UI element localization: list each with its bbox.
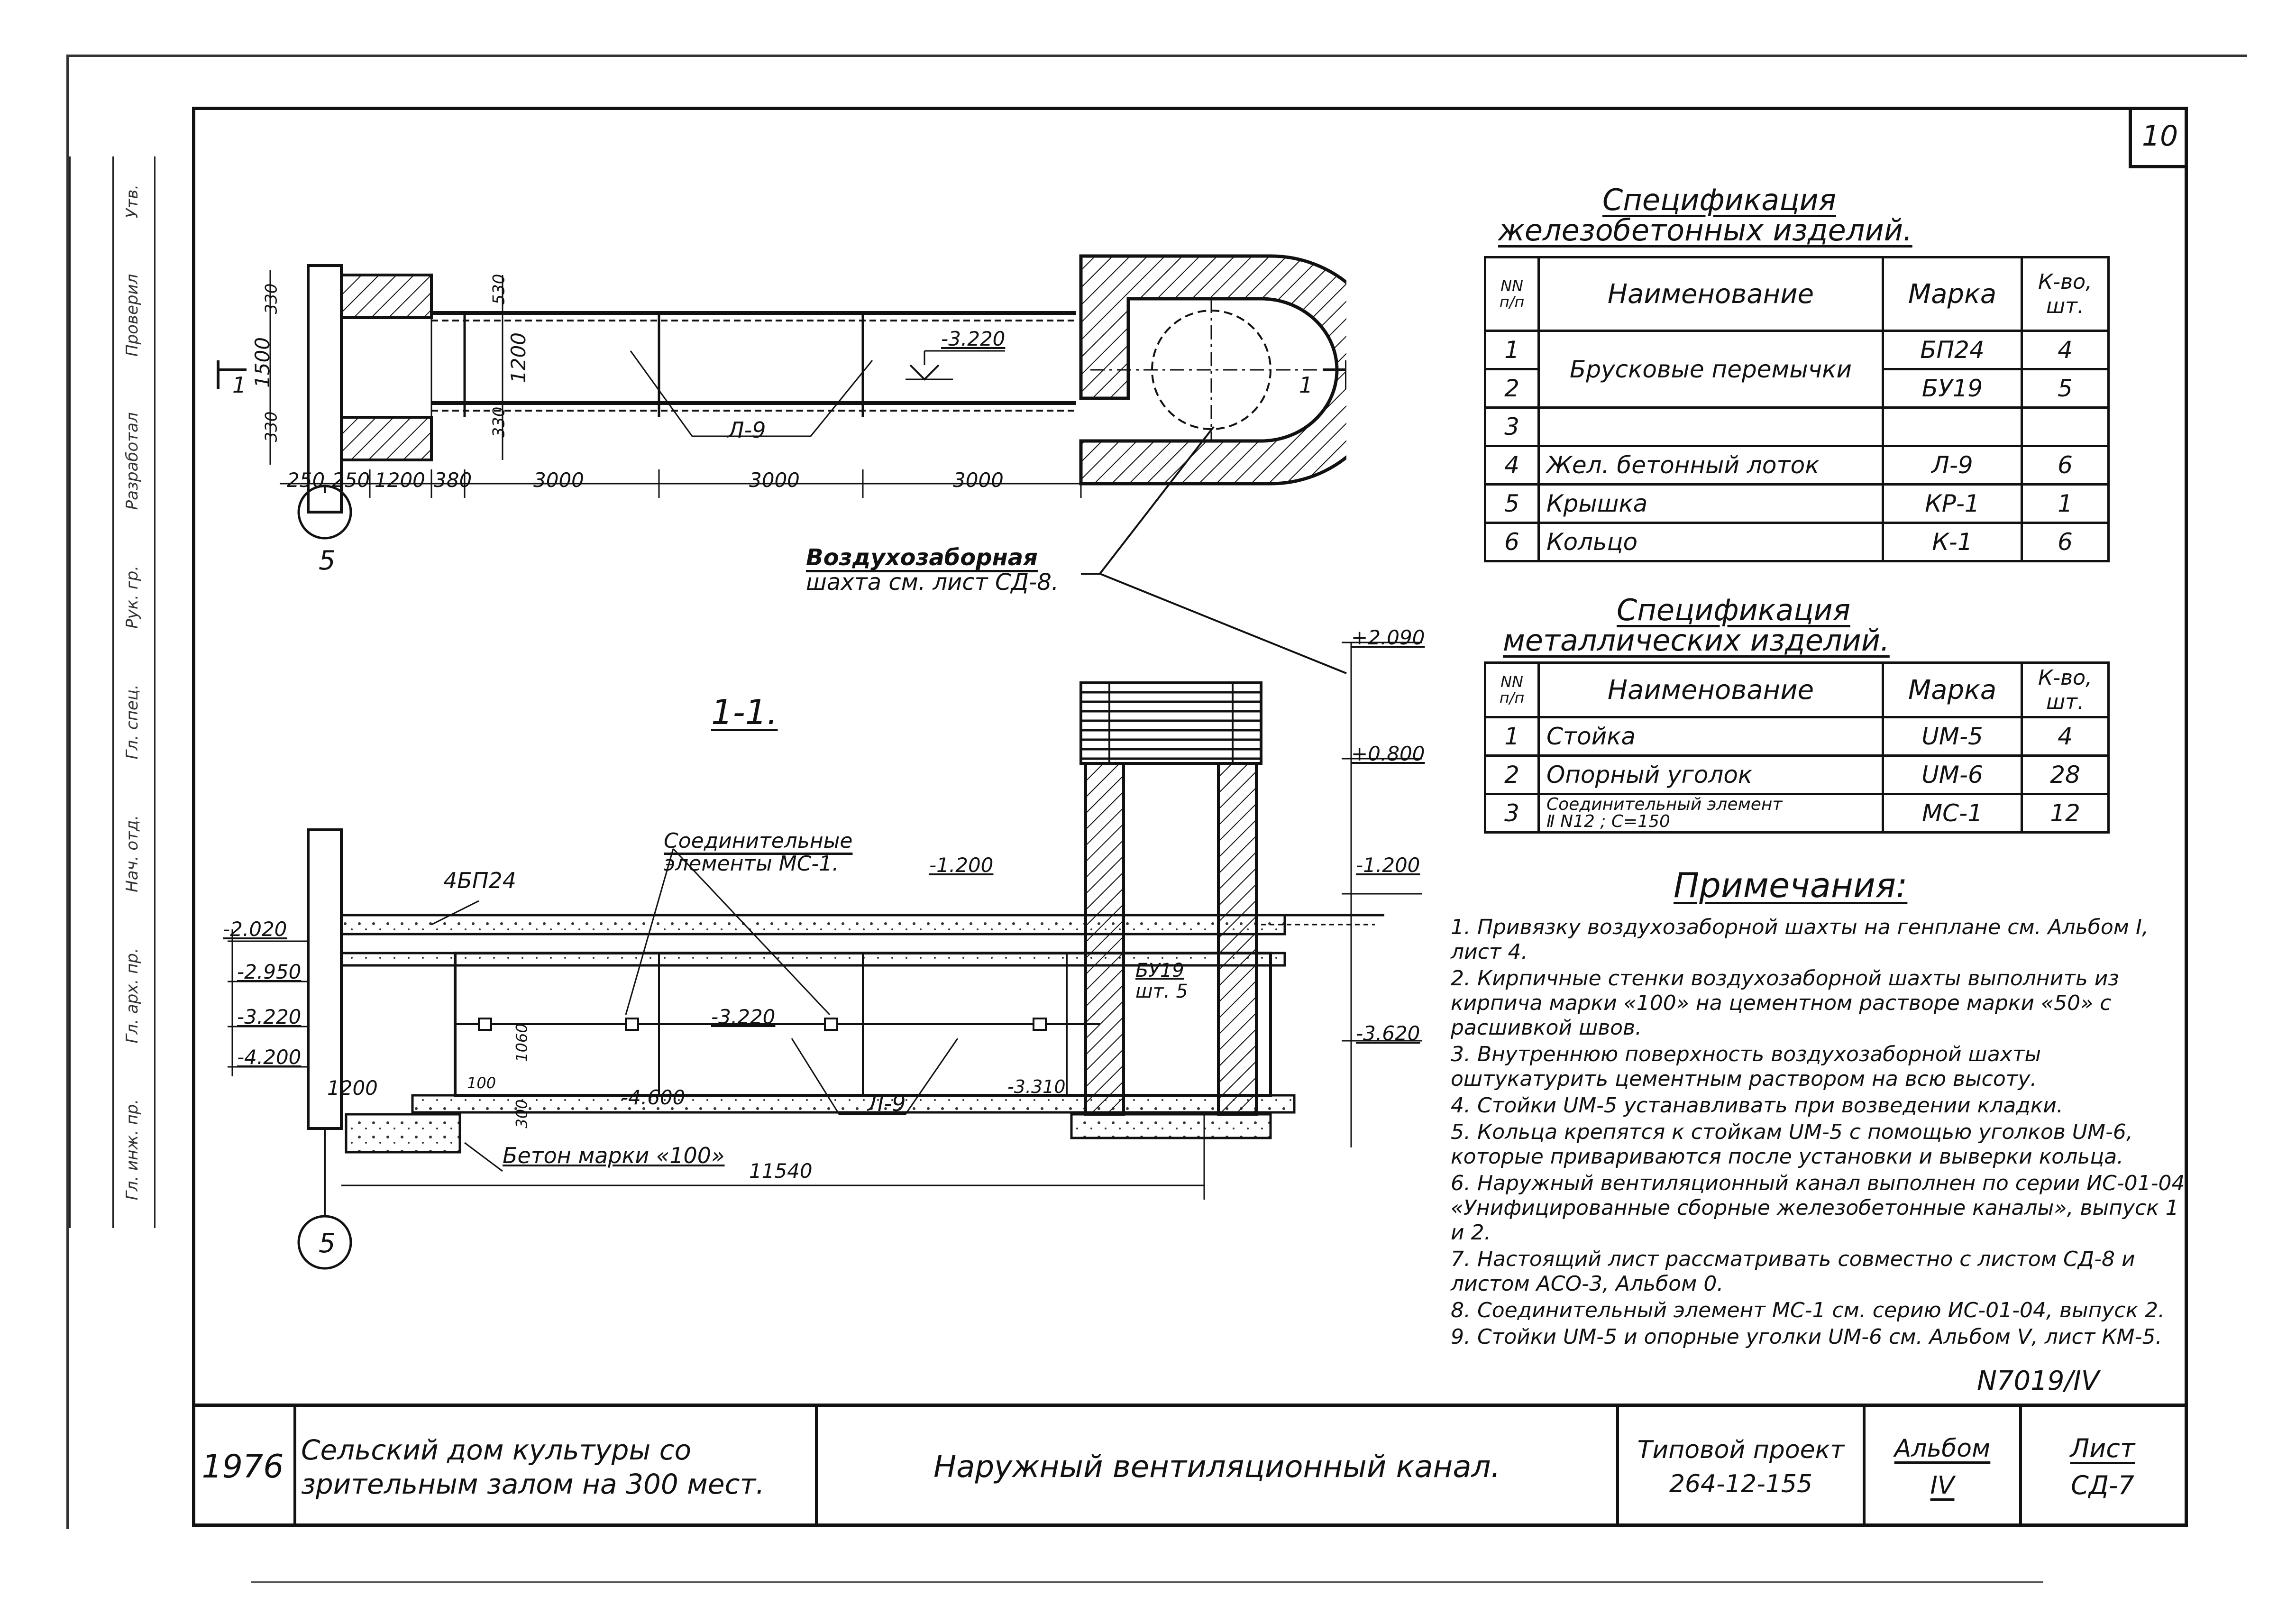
list-item: 1. Привязку воздухозаборной шахты на ген… (1451, 915, 2149, 964)
spec-metal-title: Спецификация металлических изделий. (1503, 593, 1890, 658)
list-item: 7. Настоящий лист рассматривать совместн… (1451, 1247, 2135, 1296)
plan-dim-3000a: 3000 (533, 468, 584, 492)
plan-vdim-330c: 330 (262, 411, 281, 442)
section-left-level-4: -4.200 (237, 1046, 302, 1069)
title-block: 1976 Сельский дом культуры со зрительным… (192, 1404, 2188, 1527)
plan-level: -3.220 (941, 327, 1006, 350)
spec-rc-title: Спецификация железобетонных изделий. (1498, 183, 1912, 248)
section-level-bottom: -3.310 (1007, 1076, 1066, 1097)
section-title: 1-1. (711, 692, 778, 732)
section-connectors-label: Соединительные элементы МС-1. (664, 829, 853, 876)
sheet-number: 10 (2141, 119, 2178, 153)
plan-dim-250b: 250 (332, 468, 370, 492)
plan-dim-3000c: 3000 (953, 468, 1004, 492)
section-level-2: +0.800 (1351, 742, 1425, 765)
plan-vdim-1500: 1500 (250, 337, 274, 388)
table-row: 1 Стойка UM-5 4 (1484, 716, 2110, 757)
side-stamp: Гл. инж. пр. Гл. арх. пр. Нач. отд. Гл. … (69, 156, 196, 1228)
bottom-scan-line (251, 1581, 2043, 1583)
section-level-5: -3.620 (1356, 1022, 1420, 1045)
table-row: 3 (1484, 406, 2110, 447)
notes-title: Примечания: (1674, 865, 1908, 905)
tb-sheet-title: Наружный вентиляционный канал. (818, 1407, 1619, 1527)
plan-wall-left (307, 264, 343, 514)
plan-vdim-530: 530 (489, 274, 509, 305)
plan-shaft (1079, 254, 1346, 486)
sheet-frame (192, 107, 2188, 1527)
list-item: 2. Кирпичные стенки воздухозаборной шахт… (1451, 966, 2119, 1040)
list-item: 8. Соединительный элемент МС-1 см. серию… (1451, 1298, 2165, 1322)
section-drawing (228, 642, 1422, 1270)
section-dim-1060: 1060 (512, 1023, 531, 1062)
section-axis-mark: 5 (319, 1228, 336, 1259)
spec-rc-header: NN п/п Наименование Марка К-во, шт. (1484, 256, 2110, 332)
list-item: 4. Стойки UM-5 устанавливать при возведе… (1451, 1093, 2063, 1118)
plan-lintel-label: Л-9 (728, 417, 766, 443)
section-dim-300: 300 (512, 1099, 531, 1129)
plan-dim-3000b: 3000 (749, 468, 800, 492)
tb-typical: Типовой проект 264-12-155 (1619, 1407, 1866, 1527)
spec-metal-header: NN п/п Наименование Марка К-во, шт. (1484, 661, 2110, 718)
section-left-level-3: -3.220 (237, 1005, 302, 1028)
list-item: 9. Стойки UM-5 и опорные уголки UM-6 см.… (1451, 1325, 2162, 1349)
table-row: 2 Опорный уголок UM-6 28 (1484, 754, 2110, 795)
section-lintel: Л-9 (868, 1091, 906, 1116)
outer-top-line (66, 55, 2247, 57)
section-left-level-1: -2.020 (223, 918, 287, 941)
table-row: 6 Кольцо К-1 6 (1484, 522, 2110, 562)
section-dim-total: 11540 (749, 1159, 813, 1183)
section-dim-100: 100 (467, 1074, 496, 1092)
table-row: 1 Брусковые перемычки БП24 4 (1484, 330, 2110, 409)
section-4bp24: 4БП24 (443, 868, 516, 893)
outer-left-line (66, 55, 69, 1529)
tb-sheet: Лист СД-7 (2070, 1433, 2135, 1500)
side-stamp-rows: Гл. инж. пр. Гл. арх. пр. Нач. отд. Гл. … (123, 184, 142, 1201)
plan-drawing (217, 254, 1346, 540)
plan-cut-right: 1 (1299, 372, 1313, 398)
plan-cut-left: 1 (232, 372, 247, 398)
tb-album: Альбом IV (1866, 1407, 2022, 1527)
plan-vdim-330a: 330 (262, 283, 281, 314)
table-row: 4 Жел. бетонный лоток Л-9 6 (1484, 445, 2110, 486)
list-item: 5. Кольца крепятся к стойкам UM-5 с помо… (1451, 1120, 2133, 1169)
section-dim-1200: 1200 (327, 1076, 378, 1100)
air-shaft-leader (1081, 426, 1347, 674)
plan-dim-250a: 250 (287, 468, 325, 492)
tb-project: Сельский дом культуры со зрительным зало… (296, 1407, 818, 1527)
notes-list: 1. Привязку воздухозаборной шахты на ген… (1451, 915, 2190, 1351)
section-level-mid: -3.220 (711, 1005, 776, 1028)
section-level-1: +2.090 (1351, 626, 1425, 649)
list-item: 3. Внутреннюю поверхность воздухозаборно… (1451, 1042, 2041, 1091)
air-shaft-note: Воздухозаборная шахта см. лист СД-8. (806, 544, 1059, 596)
plan-dim-380: 380 (434, 468, 472, 492)
table-row: 2 БУ19 5 (1484, 368, 2110, 409)
drawing-code: N7019/IV (1977, 1366, 2100, 1396)
tb-year: 1976 (192, 1407, 296, 1527)
table-row: 3 Соединительный элемент Ⅱ N12 ; C=150 M… (1484, 793, 2110, 834)
section-by19: БУ19 шт. 5 (1135, 960, 1188, 1002)
spec-rc-table: NN п/п Наименование Марка К-во, шт. 1 Бр… (1484, 256, 2110, 562)
plan-vdim-1200: 1200 (506, 332, 530, 383)
section-level-3: -1.200 (929, 853, 994, 877)
plan-vdim-330b: 330 (489, 406, 509, 438)
spec-metal-table: NN п/п Наименование Марка К-во, шт. 1 Ст… (1484, 661, 2110, 834)
sheet-number-box: 10 (2129, 107, 2188, 168)
section-concrete-label: Бетон марки «100» (503, 1143, 725, 1168)
table-row: 5 Крышка КР-1 1 (1484, 483, 2110, 524)
plan-dim-1200: 1200 (375, 468, 425, 492)
section-level-4: -1.200 (1356, 853, 1420, 877)
plan-axis-mark: 5 (319, 545, 336, 576)
section-level-pit: -4.600 (621, 1086, 686, 1109)
list-item: 6. Наружный вентиляционный канал выполне… (1451, 1171, 2185, 1245)
plan-wall-left-bottom (340, 416, 433, 461)
plan-wall-left-top (340, 274, 433, 319)
section-left-level-2: -2.950 (237, 960, 302, 983)
